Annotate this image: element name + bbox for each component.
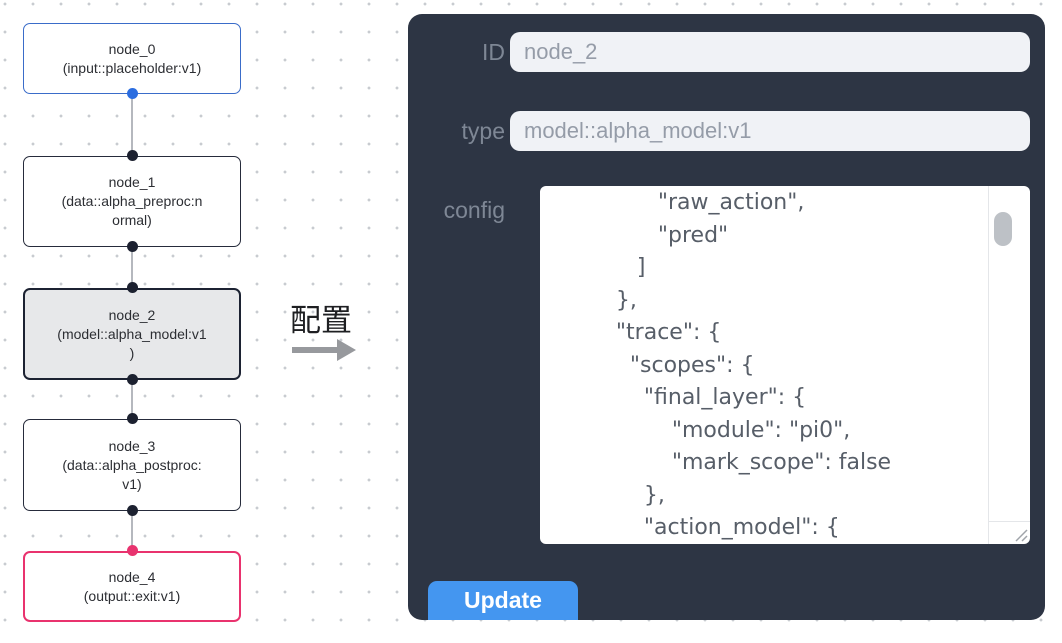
port-node-2-input[interactable]: [127, 282, 138, 293]
port-node-2-output[interactable]: [127, 374, 138, 385]
config-editor: "raw_action", "pred" ] }, "trace": { "sc…: [540, 186, 1030, 544]
config-annotation-label: 配置: [290, 303, 352, 338]
port-node-3-output[interactable]: [127, 505, 138, 516]
scrollbar-track-border: [988, 186, 989, 544]
node-0[interactable]: node_0 (input::placeholder:v1): [23, 23, 241, 94]
port-node-1-output[interactable]: [127, 241, 138, 252]
node-2[interactable]: node_2 (model::alpha_model:v1 ): [23, 288, 241, 380]
node-4[interactable]: node_4 (output::exit:v1): [23, 551, 241, 622]
type-field-label: type: [461, 118, 505, 144]
id-field-label: ID: [482, 39, 505, 65]
id-input[interactable]: [510, 32, 1030, 72]
scrollbar-corner-border: [988, 521, 1030, 522]
edge-node-1-to-2: [131, 247, 133, 288]
config-textarea[interactable]: "raw_action", "pred" ] }, "trace": { "sc…: [540, 186, 1030, 544]
port-node-1-input[interactable]: [127, 150, 138, 161]
scrollbar-thumb[interactable]: [994, 212, 1012, 246]
port-node-0-output[interactable]: [127, 88, 138, 99]
edge-node-3-to-4: [131, 511, 133, 551]
port-node-4-input[interactable]: [127, 545, 138, 556]
update-button[interactable]: Update: [428, 581, 578, 620]
node-1[interactable]: node_1 (data::alpha_preproc:n ormal): [23, 156, 241, 247]
type-input[interactable]: [510, 111, 1030, 151]
config-field-label: config: [443, 197, 505, 223]
edge-node-2-to-3: [131, 380, 133, 419]
edge-node-0-to-1: [131, 94, 133, 156]
node-config-panel: ID type config "raw_action", "pred" ] },…: [408, 14, 1045, 620]
resize-grip-icon[interactable]: [1012, 526, 1028, 542]
port-node-3-input[interactable]: [127, 413, 138, 424]
right-arrow-icon: [292, 339, 356, 361]
node-3[interactable]: node_3 (data::alpha_postproc: v1): [23, 419, 241, 511]
